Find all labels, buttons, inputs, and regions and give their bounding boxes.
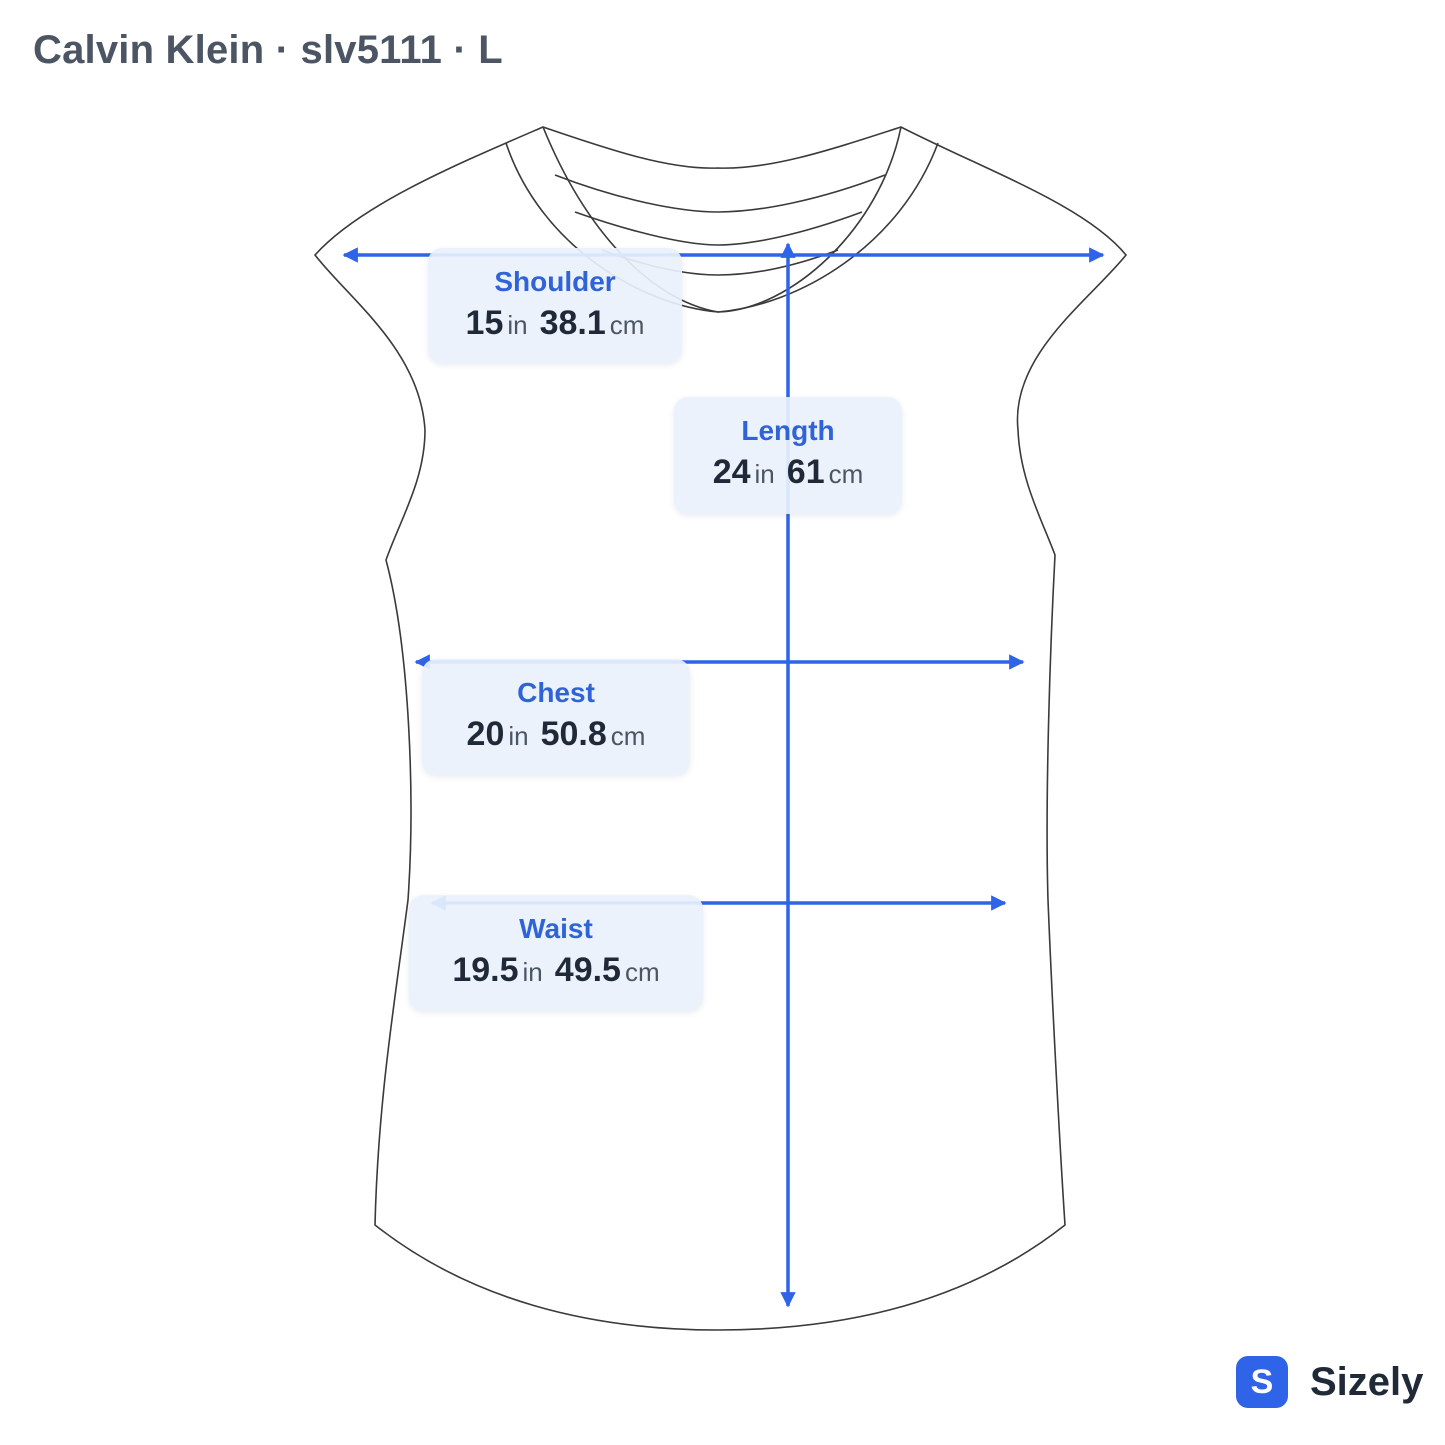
neck-rib-1 <box>505 142 939 313</box>
chest-inches: 20 <box>466 715 505 753</box>
shoulder-cm: 38.1 <box>539 304 606 342</box>
brand-badge-icon: S <box>1236 1356 1288 1408</box>
tank-top-body <box>313 126 1128 1331</box>
page-title: Calvin Klein · slv5111 · L <box>33 28 503 72</box>
shoulder-inches: 15 <box>465 304 504 342</box>
waist-inches: 19.5 <box>452 951 519 989</box>
length-label-name: Length <box>741 415 835 446</box>
shoulder-label-name: Shoulder <box>494 266 616 297</box>
waist-cm-unit: cm <box>624 957 660 987</box>
neck-rib-2 <box>554 174 886 213</box>
neck-rib-3 <box>574 211 863 246</box>
waist-inch-unit: in <box>522 957 543 987</box>
chest-cm: 50.8 <box>540 715 607 753</box>
garment-outline <box>313 126 1128 1331</box>
chest-label-name: Chest <box>517 677 595 708</box>
chest-inch-unit: in <box>508 721 529 751</box>
shoulder-cm-unit: cm <box>609 310 645 340</box>
chest-cm-unit: cm <box>610 721 646 751</box>
waist-label-name: Waist <box>519 913 593 944</box>
length-inches: 24 <box>712 453 751 491</box>
length-cm: 61 <box>786 453 825 491</box>
shoulder-inch-unit: in <box>507 310 528 340</box>
length-cm-unit: cm <box>828 459 864 489</box>
length-inch-unit: in <box>754 459 775 489</box>
brand-name: Sizely <box>1310 1359 1424 1404</box>
brand-logo: S Sizely <box>1236 1356 1423 1408</box>
waist-cm: 49.5 <box>554 951 621 989</box>
